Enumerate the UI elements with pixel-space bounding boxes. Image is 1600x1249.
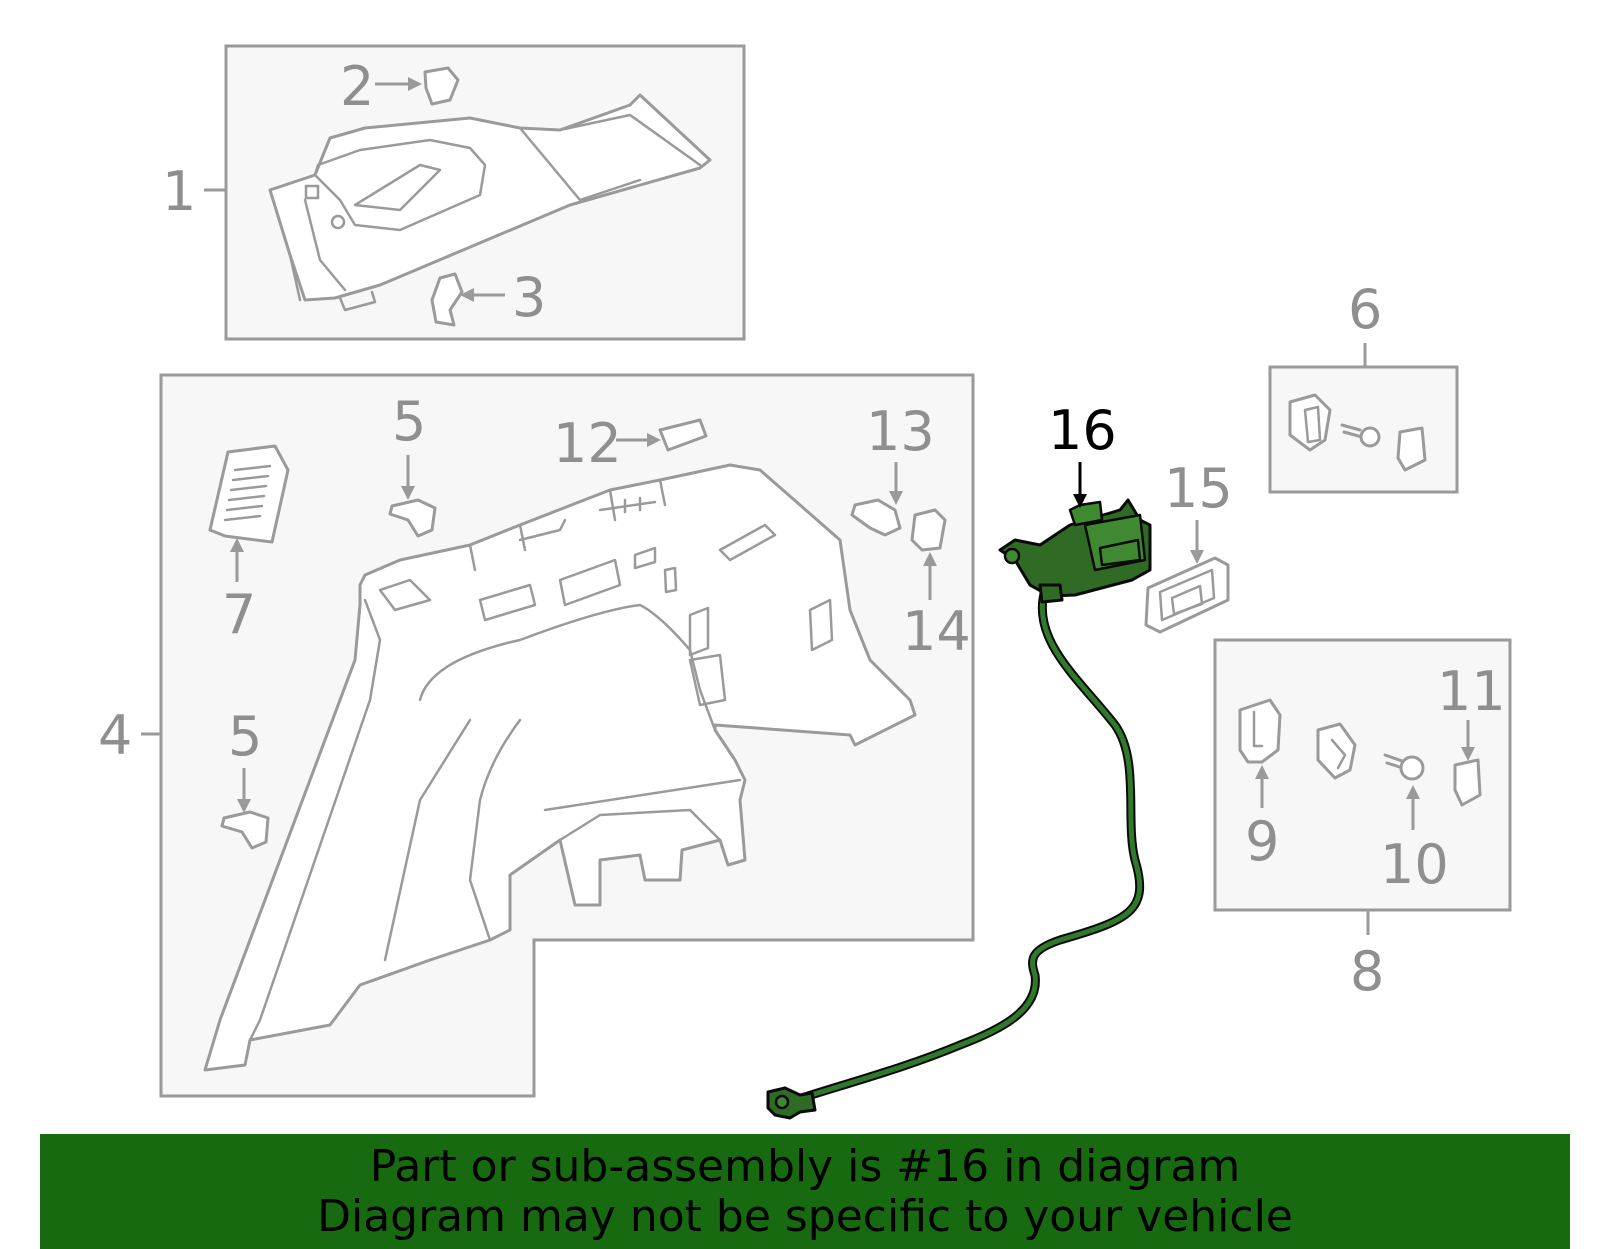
callout-5-lower: 5: [228, 705, 262, 768]
clip-2[interactable]: [423, 66, 460, 106]
callout-9: 9: [1245, 810, 1279, 873]
push-pin-13[interactable]: [850, 498, 902, 537]
panel-6: [1268, 365, 1459, 494]
retainer-14[interactable]: [910, 508, 947, 552]
callout-8: 8: [1350, 940, 1384, 1003]
bracket-8[interactable]: [1316, 722, 1357, 780]
callout-13: 13: [866, 400, 935, 463]
nut-11[interactable]: [1453, 758, 1482, 807]
cover-9[interactable]: [1238, 698, 1282, 764]
callout-11: 11: [1437, 660, 1506, 723]
banner-line-1: Part or sub-assembly is #16 in diagram: [369, 1140, 1241, 1192]
panel-4: [159, 373, 975, 1098]
plug-12[interactable]: [658, 418, 708, 452]
release-handle-cable-16[interactable]: [766, 498, 1152, 1120]
callout-10: 10: [1380, 833, 1449, 896]
info-banner: Part or sub-assembly is #16 in diagram D…: [40, 1134, 1570, 1249]
vent-grille-7[interactable]: [208, 444, 290, 544]
screw-6[interactable]: [1340, 423, 1364, 439]
clip-5-upper[interactable]: [388, 498, 437, 538]
bezel-15[interactable]: [1144, 556, 1230, 634]
callout-4: 4: [98, 704, 132, 767]
clip-5-lower[interactable]: [220, 810, 270, 850]
callout-15: 15: [1164, 457, 1233, 520]
quarter-trim-panel[interactable]: [203, 463, 917, 1072]
callout-1: 1: [162, 160, 196, 223]
callout-7: 7: [222, 583, 256, 646]
callouts: 1 2 3 4 5 5 6 7 8 9 10 11 12 13 14 15 16: [98, 55, 1506, 1003]
banner-line-2: Diagram may not be specific to your vehi…: [317, 1190, 1293, 1242]
callout-5-upper: 5: [392, 390, 426, 453]
callout-16: 16: [1048, 399, 1117, 462]
callout-14: 14: [902, 600, 971, 663]
callout-12: 12: [553, 412, 622, 475]
panel-1: [224, 44, 746, 341]
callout-6: 6: [1348, 278, 1382, 341]
callout-2: 2: [340, 55, 374, 118]
nut-6[interactable]: [1396, 426, 1427, 472]
leaders: [141, 77, 1475, 935]
clip-3[interactable]: [430, 272, 464, 327]
callout-3: 3: [512, 266, 546, 329]
